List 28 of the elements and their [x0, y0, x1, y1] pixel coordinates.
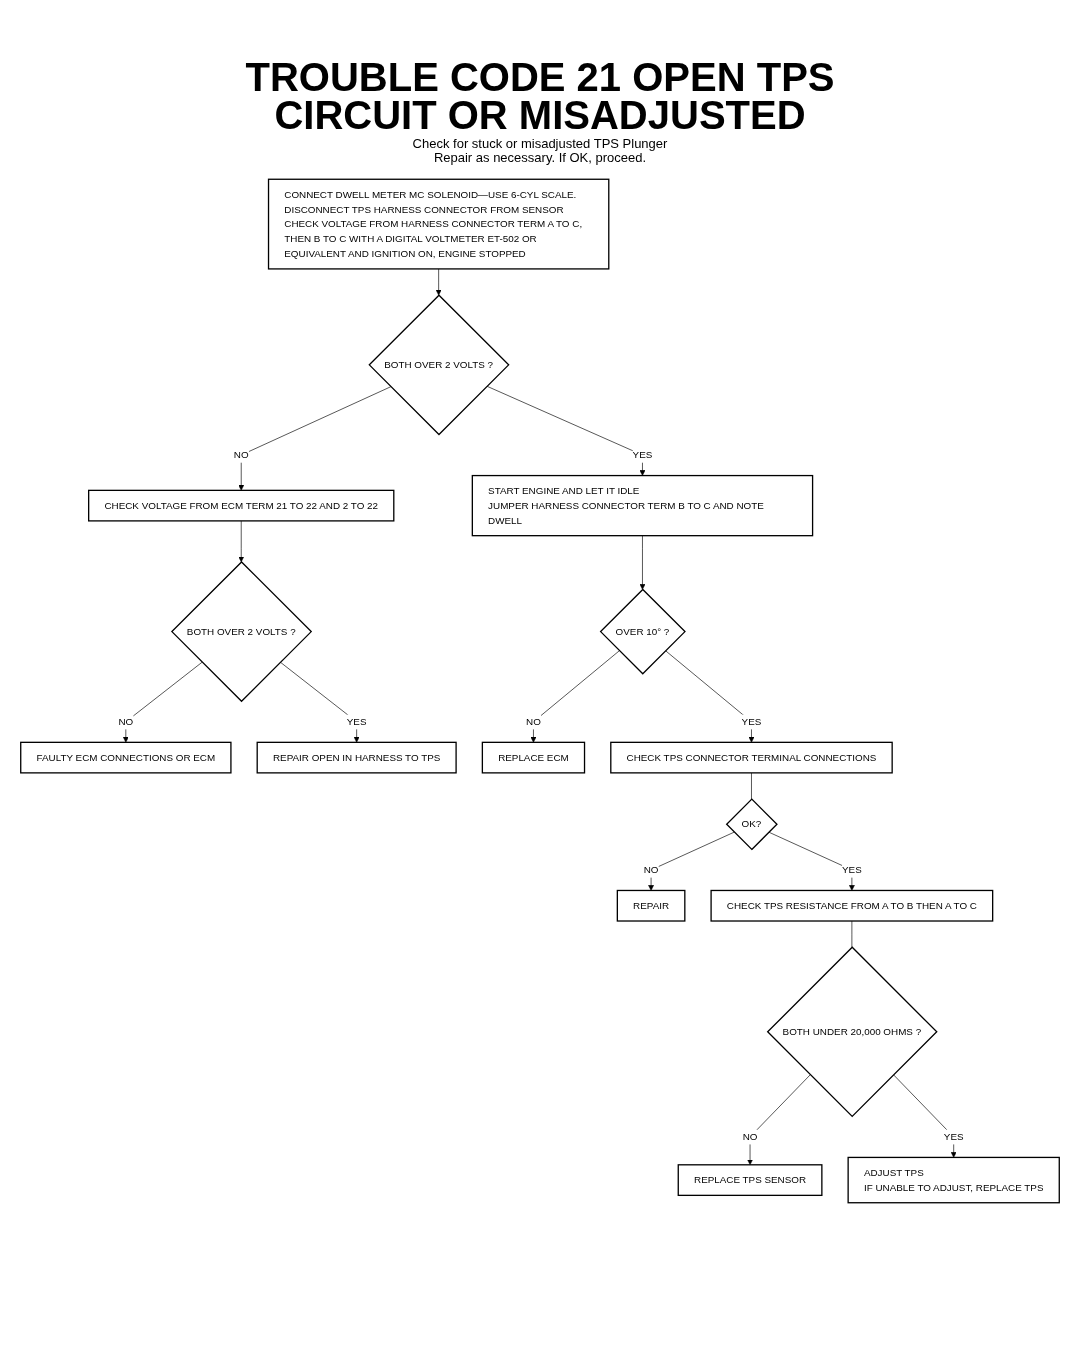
process-box: START ENGINE AND LET IT IDLE JUMPER HARNESS CONNECTOR TERM B TO C AND NOTE DWELL: [471, 474, 814, 536]
connector-line: [751, 772, 752, 800]
note-text: Check for stuck or misadjusted TPS Plunger Repair as necessary. If OK, proceed.: [411, 137, 669, 166]
decision-diamond: BOTH OVER 2 VOLTS ?: [170, 560, 313, 702]
edge-label: NO: [526, 714, 541, 729]
edge-label: YES: [346, 714, 367, 729]
edge-label: NO: [118, 714, 134, 729]
decision-diamond: OK?: [725, 797, 778, 850]
process-box: CHECK VOLTAGE FROM ECM TERM 21 TO 22 AND 2 TO 22: [88, 489, 395, 522]
edge-label: NO: [742, 1129, 758, 1144]
process-box: FAULTY ECM CONNECTIONS OR ECM: [20, 741, 232, 774]
process-box: CHECK TPS CONNECTOR TERMINAL CONNECTIONS: [610, 741, 893, 774]
decision-diamond: OVER 10° ?: [599, 588, 686, 675]
process-box: REPAIR OPEN IN HARNESS TO TPS: [256, 741, 457, 774]
edge-label: YES: [632, 447, 653, 463]
process-box: CHECK TPS RESISTANCE FROM A TO B THEN A TO C: [710, 889, 994, 922]
edge-label: YES: [741, 714, 762, 729]
process-box: REPLACE ECM: [481, 741, 586, 774]
process-box: ADJUST TPS IF UNABLE TO ADJUST, REPLACE TPS: [847, 1156, 1060, 1203]
process-box: CONNECT DWELL METER MC SOLENOID—USE 6-CYL SCALE. DISCONNECT TPS HARNESS CONNECTOR FROM SENSOR CHECK VOLTAGE FROM HARNESS CONNECTOR TERM A TO C, THEN B TO C WITH A DIGITAL VOLTMETER ET-502 OR EQUIVALENT AND IGNITION ON, ENGINE STOPPED: [267, 178, 610, 270]
process-box: REPLACE TPS SENSOR: [677, 1163, 823, 1196]
process-box: REPAIR: [616, 889, 686, 922]
edge-label: YES: [943, 1129, 964, 1144]
decision-diamond: BOTH OVER 2 VOLTS ?: [368, 293, 510, 436]
edge-label: YES: [842, 862, 862, 877]
connector-line: [851, 920, 853, 948]
diagram-title: TROUBLE CODE 21 OPEN TPS CIRCUIT OR MISADJUSTED: [244, 58, 836, 134]
decision-diamond: BOTH UNDER 20,000 OHMS ?: [766, 945, 938, 1117]
